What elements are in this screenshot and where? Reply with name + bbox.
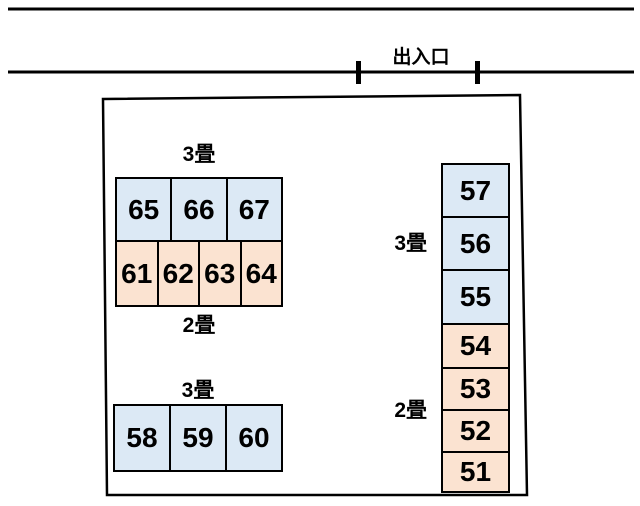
unit-53: 53	[443, 367, 508, 409]
entrance-tick-left	[356, 61, 361, 84]
unit-66: 66	[170, 179, 226, 240]
unit-52: 52	[443, 409, 508, 451]
unit-54: 54	[443, 323, 508, 367]
unit-row-65-67: 65 66 67	[115, 177, 283, 242]
unit-row-58-60: 58 59 60	[113, 404, 283, 472]
unit-60: 60	[225, 406, 281, 470]
size-label-left-top: 3畳	[182, 143, 216, 166]
size-label-left-bottom: 3畳	[181, 379, 215, 402]
unit-row-61-64: 61 62 63 64	[115, 240, 283, 307]
entrance-label: 出入口	[392, 47, 450, 68]
unit-57: 57	[443, 165, 508, 216]
unit-55: 55	[443, 269, 508, 323]
unit-65: 65	[117, 179, 171, 240]
size-label-right-2jo: 2畳	[394, 399, 427, 422]
unit-64: 64	[239, 242, 281, 305]
size-label-right-3jo: 3畳	[394, 232, 427, 255]
unit-61: 61	[117, 242, 157, 305]
unit-59: 59	[169, 406, 225, 470]
entrance-tick-right	[475, 61, 480, 84]
unit-63: 63	[198, 242, 240, 305]
unit-58: 58	[115, 406, 169, 470]
size-label-left-mid: 2畳	[182, 314, 216, 337]
unit-67: 67	[225, 179, 281, 240]
unit-62: 62	[156, 242, 198, 305]
unit-56: 56	[443, 216, 508, 269]
unit-column-right: 57 56 55 54 53 52 51	[441, 163, 510, 493]
unit-51: 51	[443, 451, 508, 491]
